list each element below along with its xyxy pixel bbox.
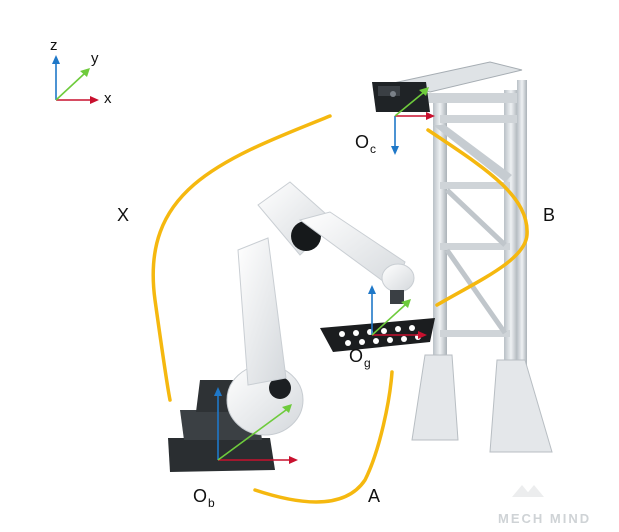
curve-x <box>151 114 332 402</box>
transform-a-label: A <box>368 486 381 506</box>
camera-frame-label: Oc <box>355 132 376 155</box>
transform-x-label: X <box>117 205 130 225</box>
gripper-frame-label: Og <box>349 346 371 369</box>
robot-arm <box>168 181 415 472</box>
camera-frame-sub: c <box>370 142 377 156</box>
base-frame-label: Ob <box>193 486 215 509</box>
base-frame-sub: b <box>208 496 215 510</box>
legend-x-label: x <box>104 90 112 107</box>
gripper-frame-main: O <box>349 346 364 366</box>
transform-b-label: B <box>543 205 556 225</box>
watermark-text: MECH MIND <box>498 511 592 526</box>
watermark-logo <box>512 485 544 497</box>
curve-b <box>426 128 529 307</box>
camera <box>372 82 430 112</box>
gripper-frame-axes <box>368 285 427 339</box>
curve-a <box>253 370 394 504</box>
gripper-frame-sub: g <box>364 356 371 370</box>
legend-y-label: y <box>91 50 99 67</box>
camera-mount-frame <box>396 61 553 453</box>
base-frame-axes <box>214 387 298 464</box>
transform-curves <box>151 114 529 504</box>
legend-z-label: z <box>50 37 58 54</box>
camera-frame-main: O <box>355 132 370 152</box>
base-frame-main: O <box>193 486 208 506</box>
camera-frame-axes <box>391 87 435 155</box>
legend-axes <box>52 55 99 104</box>
